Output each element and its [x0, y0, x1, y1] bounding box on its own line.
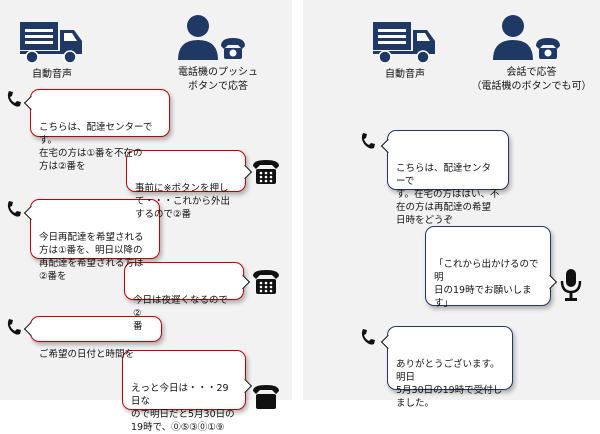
system-message-2: ありがとうございます。明日 5月30日の19時で受付し ました。: [380, 326, 513, 409]
truck-icon: [20, 22, 82, 64]
handset-icon: [7, 201, 21, 217]
user-response-3: えっと今日は・・・29日な ので明日だと5月30日の 19時で、⓪⑤③⓪①⑨: [122, 350, 253, 433]
handset-icon: [7, 319, 21, 335]
system-message-2: 今日再配達を希望される 方は①番を、明日以降の 再配達を希望される方は ②番を: [23, 199, 160, 282]
push-phone-icon: [253, 385, 279, 409]
voice-label: 自動音声: [385, 69, 425, 80]
operator-headset-icon: [493, 15, 560, 60]
system-message-1: こちらは、配達センターで す。在宅の方ははい、不 在の方は再配達の希望 日時をど…: [380, 130, 509, 226]
handset-icon: [7, 91, 21, 107]
system-message-1: こちらは、配達センターです。 在宅の方は①番を不在の 方は②番を: [23, 89, 170, 172]
user-response-2: 今日は夜遅くなるので② 番: [124, 262, 251, 332]
truck-icon: [373, 22, 435, 64]
handset-icon: [361, 133, 375, 149]
left-panel: 自動音声 電話機のプッシュ ボタンで応答 こちらは、配達センターです。 在宅の方…: [0, 0, 292, 433]
operator-headset-icon: [178, 15, 245, 60]
push-phone-icon: [253, 270, 279, 294]
user-response-1: 「これから出かけるので明 日の19時でお願いしま す」: [425, 226, 558, 309]
phone-response-label: 電話機のプッシュ ボタンで応答: [178, 67, 258, 92]
handset-icon: [361, 329, 375, 345]
right-panel: 自動音声 会話で応答 （電話機のボタンでも可） こちらは、配達センターで す。在…: [303, 0, 600, 409]
voice-label: 自動音声: [32, 69, 72, 80]
microphone-icon: [560, 269, 582, 301]
system-message-3: ご希望の日付と時間を: [23, 316, 162, 360]
conversation-response-label: 会話で応答 （電話機のボタンでも可）: [471, 67, 592, 92]
user-response-1: 事前に※ボタンを押して・・・これから外出するので②番: [126, 150, 253, 220]
push-phone-icon: [253, 160, 279, 184]
